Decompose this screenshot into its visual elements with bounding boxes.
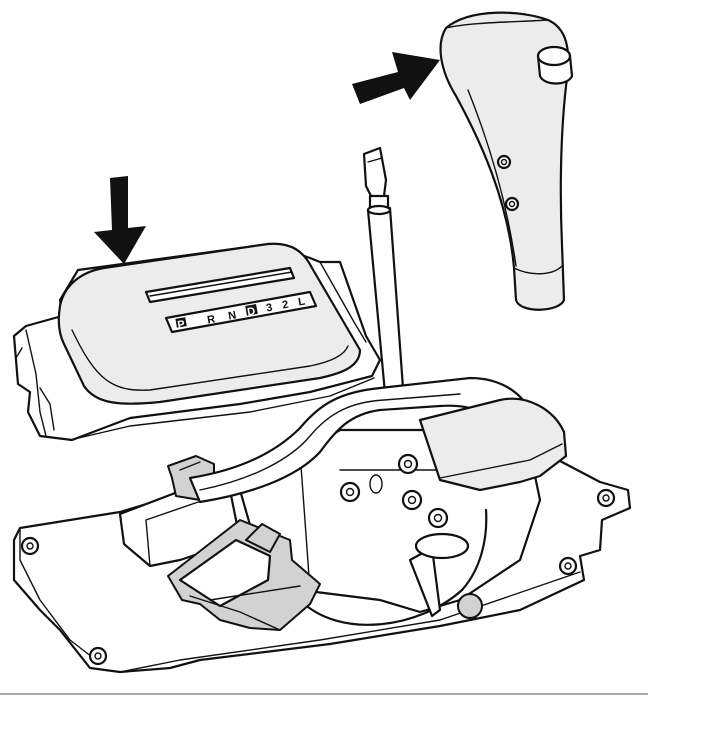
gear-letter-n: N bbox=[227, 309, 237, 322]
gear-letter-l: L bbox=[297, 296, 306, 309]
gear-letter-3: 3 bbox=[265, 302, 273, 315]
arrow-down-icon bbox=[94, 176, 146, 264]
shifter-base-housing bbox=[12, 376, 632, 674]
shift-knob bbox=[439, 11, 574, 311]
gear-letter-p: P bbox=[177, 318, 186, 331]
gear-letter-2: 2 bbox=[281, 299, 289, 312]
shift-lever-rod bbox=[362, 146, 406, 406]
gear-letter-d: D bbox=[246, 305, 256, 318]
indicator-cover: P R N D 3 2 L bbox=[12, 242, 382, 442]
gear-letter-r: R bbox=[206, 313, 216, 326]
bolts bbox=[339, 453, 449, 529]
arrow-right-icon bbox=[352, 52, 440, 104]
